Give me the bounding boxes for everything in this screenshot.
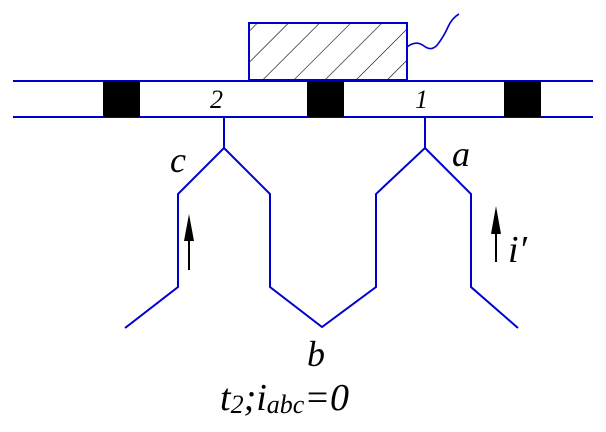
slot-block-middle bbox=[307, 81, 344, 117]
current-label: i′ bbox=[508, 229, 528, 271]
slot-label-2: 2 bbox=[210, 85, 223, 114]
pole-block bbox=[248, 22, 408, 81]
pole-block-hatch bbox=[249, 23, 407, 80]
slot-label-1: 1 bbox=[415, 85, 428, 114]
time-formula: t2;iabc=0 bbox=[220, 377, 349, 419]
current-label-base: i bbox=[508, 229, 519, 271]
phase-label-a: a bbox=[452, 134, 470, 174]
formula-i-sub: abc bbox=[267, 390, 305, 419]
lead-wire bbox=[406, 13, 460, 50]
current-label-prime: ′ bbox=[519, 229, 528, 271]
formula-t-sub: 2 bbox=[231, 390, 244, 419]
slot-block-right bbox=[504, 81, 541, 117]
slot-block-left bbox=[103, 81, 140, 117]
formula-rhs: =0 bbox=[304, 377, 349, 419]
current-arrow-right bbox=[491, 206, 501, 262]
formula-t: t bbox=[220, 377, 232, 419]
phase-label-b: b bbox=[307, 334, 325, 374]
formula-i: i bbox=[256, 377, 267, 419]
formula-sep: ; bbox=[244, 377, 257, 419]
phase-label-c: c bbox=[170, 140, 186, 180]
current-arrow-left bbox=[184, 214, 194, 270]
winding-conductor bbox=[124, 117, 519, 329]
